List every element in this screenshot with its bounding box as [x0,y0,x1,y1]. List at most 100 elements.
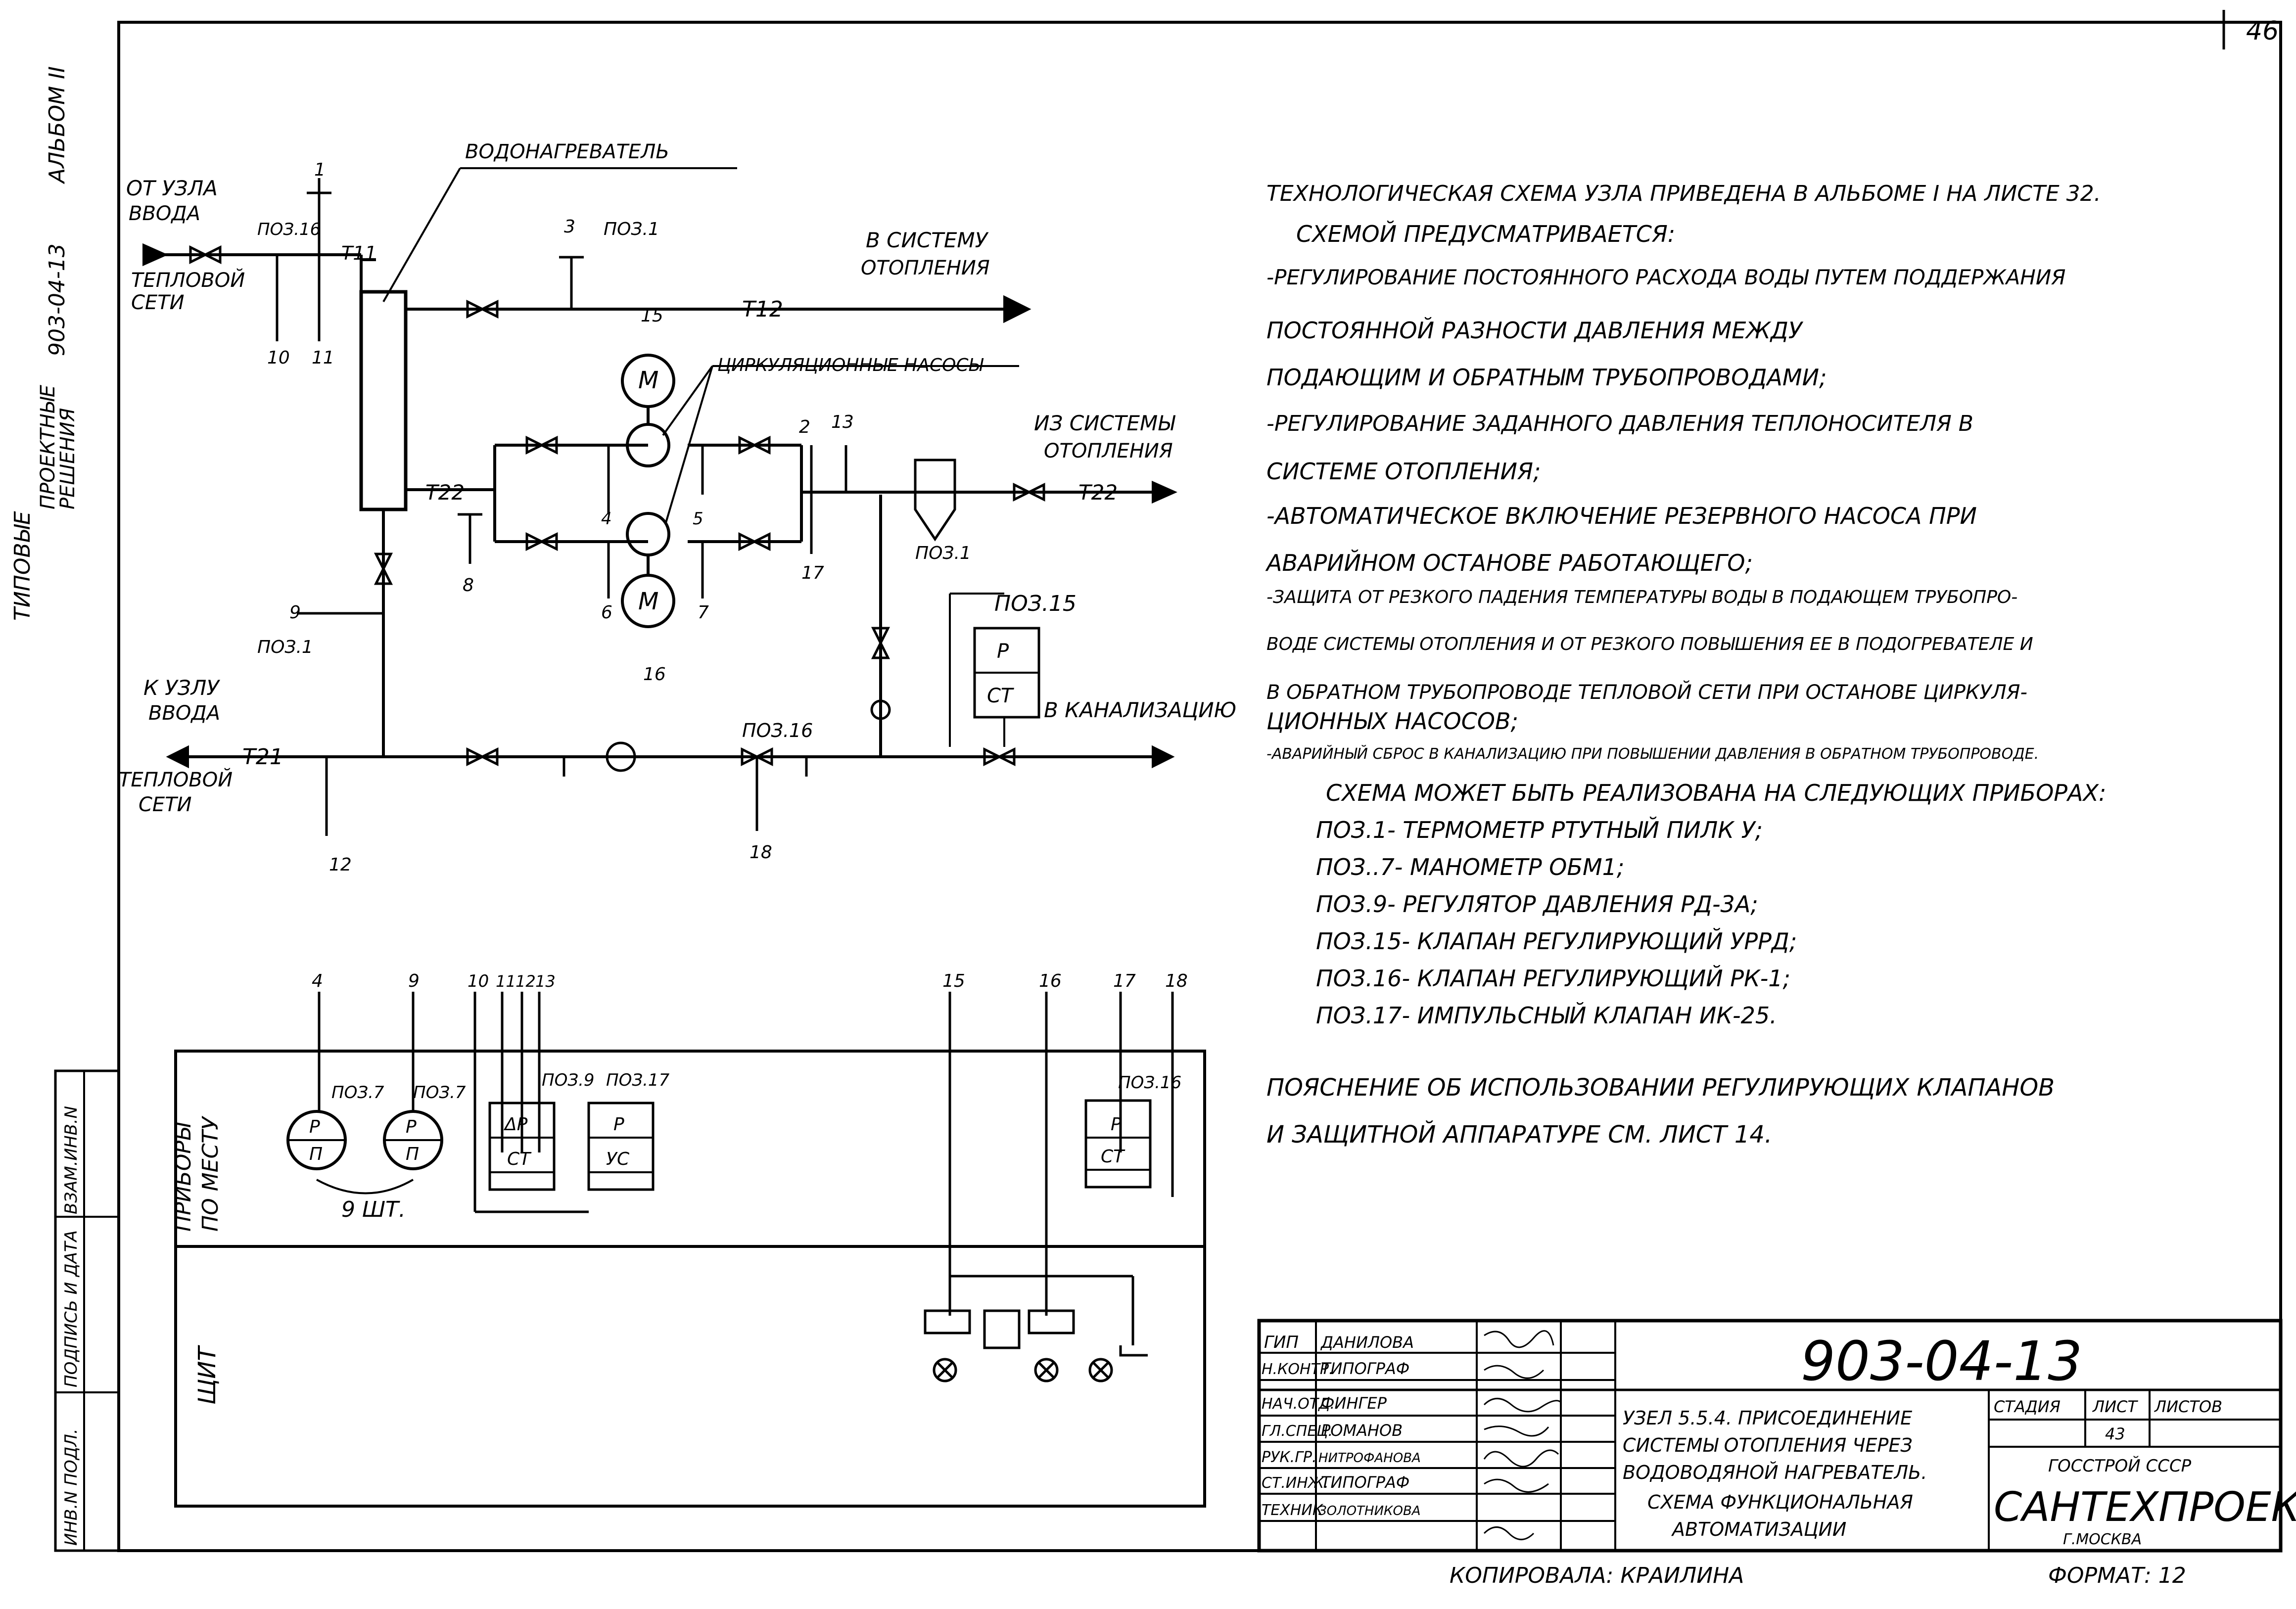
title-line-3: СХЕМА ФУНКЦИОНАЛЬНАЯ [1647,1491,1913,1513]
t22-right-label: T22 [1078,480,1118,505]
note-19: ПОЗ.16- КЛАПАН РЕГУЛИРУЮЩИЙ РК-1; [1316,965,1791,992]
stamp-name-4: НИТРОФАНОВА [1318,1451,1421,1466]
note-3: ПОСТОЯННОЙ РАЗНОСТИ ДАВЛЕНИЯ МЕЖДУ [1266,317,1802,344]
pos15-label: ПОЗ.15 [994,591,1077,616]
heat-network-label-2: СЕТИ [131,291,185,314]
tag-4: 4 [601,509,612,529]
box17-p: P [613,1114,624,1135]
stamp-role-4: РУК.ГР. [1262,1449,1317,1466]
pump-bottom [626,512,670,556]
stamp-name-6: ЗОЛОТНИКОВА [1318,1504,1421,1518]
pos1-top-label: ПОЗ.1 [604,219,659,239]
note-7: -АВТОМАТИЧЕСКОЕ ВКЛЮЧЕНИЕ РЕЗЕРВНОГО НАС… [1266,503,1977,529]
it-pos9: ПОЗ.9 [542,1070,595,1090]
org-city: Г.МОСКВА [2063,1531,2142,1548]
stamp-role-6: ТЕХНИК [1262,1502,1324,1519]
tag-6: 6 [601,602,612,623]
box9-dp: ΔP [503,1114,528,1135]
it-tag-9: 9 [408,971,420,991]
copied-by: КОПИРОВАЛА: КРАИЛИНА [1450,1563,1744,1588]
tag-12-scheme: 12 [329,855,352,875]
note-5: -РЕГУЛИРОВАНИЕ ЗАДАННОГО ДАВЛЕНИЯ ТЕПЛОН… [1266,411,1973,436]
tag-18-scheme: 18 [750,842,772,863]
motor-top-letter: M [638,367,658,394]
gauge-count: 9 ШТ. [341,1197,406,1222]
gauge-b-p: P [406,1117,417,1137]
heat-network-bottom-2: СЕТИ [139,793,192,816]
side-design: ПРОЕКТНЫЕ [37,384,59,509]
gauge-a-p: P [309,1117,320,1137]
side-album: АЛЬБОМ II [45,66,70,184]
from-heating-label-2: ОТОПЛЕНИЯ [1044,440,1173,462]
it-tag-17: 17 [1113,971,1136,991]
tag-8: 8 [463,575,474,596]
tag-11-top: 11 [312,348,334,368]
stamp-role-5: СТ.ИНЖ. [1262,1474,1329,1492]
note-15: ПОЗ.1- ТЕРМОМЕТР РТУТНЫЙ ПИЛК У; [1316,817,1763,843]
sheet-value: 43 [2105,1425,2125,1443]
note-0: ТЕХНОЛОГИЧЕСКАЯ СХЕМА УЗЛА ПРИВЕДЕНА В А… [1266,181,2101,206]
note-10: ВОДЕ СИСТЕМЫ ОТОПЛЕНИЯ И ОТ РЕЗКОГО ПОВЫ… [1266,634,2033,654]
heat-network-label: ТЕПЛОВОЙ [131,268,245,292]
gauge-b-pi: П [406,1144,419,1164]
page-number: 46 [2246,16,2279,46]
pos16-top-label: ПОЗ.16 [257,220,321,239]
org-top: ГОССТРОЙ СССР [2048,1456,2192,1476]
stamp-role-3: ГЛ.СПЕЦ. [1262,1423,1333,1440]
gauge-a-pi: П [309,1144,323,1164]
from-heating-label: ИЗ СИСТЕМЫ [1034,411,1175,435]
t12-label: T12 [742,297,783,322]
drawing-code: 903-04-13 [1801,1330,2082,1393]
it-tag-12: 12 [515,972,536,991]
note-13: -АВАРИЙНЫЙ СБРОС В КАНАЛИЗАЦИЮ ПРИ ПОВЫШ… [1266,745,2039,763]
side-solutions: РЕШЕНИЯ [56,408,79,509]
t21-left-label: T21 [242,744,283,770]
org-name: САНТЕХПРОЕКТ [1994,1484,2296,1531]
note-1: СХЕМОЙ ПРЕДУСМАТРИВАЕТСЯ: [1296,221,1676,247]
from-node-label: ОТ УЗЛА [126,176,218,200]
left-stamp-sign: ПОДПИСЬ И ДАТА [61,1230,81,1387]
note-20: ПОЗ.17- ИМПУЛЬСНЫЙ КЛАПАН ИК-25. [1316,1002,1777,1029]
note-14: СХЕМА МОЖЕТ БЫТЬ РЕАЛИЗОВАНА НА СЛЕДУЮЩИ… [1326,780,2107,806]
note-22: И ЗАЩИТНОЙ АППАРАТУРЕ СМ. ЛИСТ 14. [1266,1121,1773,1149]
it-tag-15: 15 [942,971,965,991]
it-tag-18: 18 [1165,971,1188,991]
it-tag-10: 10 [468,971,489,991]
row-panel-label: ЩИТ [193,1345,221,1405]
box16-p: P [1111,1114,1122,1135]
box16-ct: CT [1101,1147,1125,1167]
heat-network-bottom: ТЕПЛОВОЙ [119,768,233,791]
pos16-bottom-label: ПОЗ.16 [742,720,813,741]
title-line-1: СИСТЕМЫ ОТОПЛЕНИЯ ЧЕРЕЗ [1623,1434,1913,1456]
stage-label: СТАДИЯ [1994,1397,2061,1416]
pos1-right-label: ПОЗ.1 [915,543,971,563]
it-tag-4: 4 [312,971,323,991]
stamp-name-0: ДАНИЛОВА [1320,1333,1414,1352]
it-tag-13: 13 [535,972,556,991]
t22-left-label: T22 [425,480,465,505]
note-18: ПОЗ.15- КЛАПАН РЕГУЛИРУЮЩИЙ УРРД; [1316,928,1797,955]
stamp-role-2: НАЧ.ОТД. [1262,1395,1335,1413]
to-node-label-2: ВВОДА [148,702,220,725]
process-scheme [142,167,1177,836]
tag-1: 1 [314,160,326,180]
tag-3: 3 [564,217,575,237]
it-pos16: ПОЗ.16 [1118,1073,1181,1093]
title-block [1257,1319,2283,1553]
title-line-0: УЗЕЛ 5.5.4. ПРИСОЕДИНЕНИЕ [1623,1407,1912,1429]
motor-bottom-letter: M [638,588,658,615]
tag-15: 15 [641,306,663,326]
note-12: ЦИОННЫХ НАСОСОВ; [1266,708,1519,735]
to-sewer-label: В КАНАЛИЗАЦИЮ [1044,698,1236,722]
title-line-4: АВТОМАТИЗАЦИИ [1671,1518,1846,1540]
it-tag-11: 11 [496,972,516,991]
actuator-p: P [997,640,1009,663]
format-label: ФОРМАТ: 12 [2048,1563,2186,1588]
row-local-label: ПРИБОРЫ [171,1122,196,1232]
it-tag-16: 16 [1039,971,1062,991]
left-stamp-replace: ВЗАМ.ИНВ.N [61,1106,81,1214]
pos1-left-label: ПОЗ.1 [257,637,313,657]
note-4: ПОДАЮЩИМ И ОБРАТНЫМ ТРУБОПРОВОДАМИ; [1266,364,1827,391]
water-heater-label: ВОДОНАГРЕВАТЕЛЬ [465,140,669,163]
actuator-ct: CT [987,685,1015,707]
